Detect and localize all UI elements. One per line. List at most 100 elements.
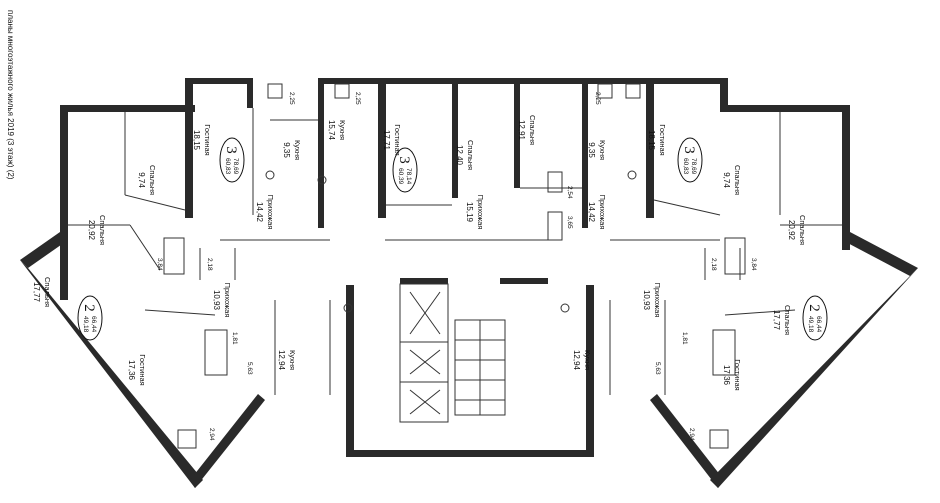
svg-text:10,93: 10,93: [642, 290, 651, 311]
svg-text:17,77: 17,77: [32, 282, 41, 303]
wc-lr: 1,81: [681, 332, 688, 345]
svg-text:9,35: 9,35: [282, 142, 291, 158]
svg-text:20,92: 20,92: [87, 220, 96, 241]
svg-text:9,74: 9,74: [722, 172, 731, 188]
svg-text:Спальня: Спальня: [528, 115, 537, 145]
svg-text:Прихожая: Прихожая: [476, 195, 485, 230]
balc-ur: 2,25: [594, 92, 601, 105]
svg-text:Спальня: Спальня: [466, 140, 475, 170]
svg-text:60,39: 60,39: [397, 168, 404, 185]
inner-partitions: [68, 108, 842, 423]
svg-text:17,77: 17,77: [772, 310, 781, 331]
svg-text:12,94: 12,94: [277, 350, 286, 371]
svg-text:2: 2: [806, 304, 822, 312]
svg-text:Кухня: Кухня: [288, 350, 297, 370]
svg-text:60,83: 60,83: [224, 158, 231, 175]
svg-text:Спальня: Спальня: [798, 215, 807, 245]
edge-caption: планы многоэтажного жилья 2019 (3 этаж) …: [6, 10, 15, 180]
wc-c: 2,54: [566, 186, 573, 199]
balc-ll: 2,94: [208, 428, 215, 441]
svg-text:Гостиная: Гостиная: [658, 124, 667, 155]
svg-text:14,42: 14,42: [255, 202, 264, 223]
bath-lr: 5,63: [654, 362, 661, 375]
balc-ul: 2,25: [288, 92, 295, 105]
wc-l: 2,18: [206, 258, 213, 271]
svg-text:17,71: 17,71: [382, 130, 391, 151]
svg-text:Гостиная: Гостиная: [138, 354, 147, 385]
svg-text:2: 2: [81, 304, 97, 312]
svg-text:60,83: 60,83: [682, 158, 689, 175]
small-areas: 2,25 2,25 2,25 3,84 2,18 3,84 2,18 2,54 …: [156, 92, 757, 441]
svg-text:Спальня: Спальня: [148, 165, 157, 195]
svg-text:Прихожая: Прихожая: [266, 195, 275, 230]
svg-text:12,91: 12,91: [517, 120, 526, 141]
svg-text:Кухня: Кухня: [338, 120, 347, 140]
svg-text:66,44: 66,44: [90, 316, 97, 333]
svg-text:Спальня: Спальня: [43, 277, 52, 307]
svg-text:15,19: 15,19: [465, 202, 474, 223]
bath-ll: 5,63: [246, 362, 253, 375]
balc-lr: 2,94: [688, 428, 695, 441]
wc-ll: 1,81: [231, 332, 238, 345]
svg-text:9,74: 9,74: [137, 172, 146, 188]
bath-l: 3,84: [156, 258, 163, 271]
svg-text:78,69: 78,69: [232, 158, 239, 175]
svg-text:Прихожая: Прихожая: [598, 195, 607, 230]
balc-cl: 2,25: [354, 92, 361, 105]
outer-walls: [20, 78, 918, 488]
svg-text:Кухня: Кухня: [598, 140, 607, 160]
svg-text:78,69: 78,69: [690, 158, 697, 175]
svg-text:49,18: 49,18: [807, 316, 814, 333]
svg-text:66,44: 66,44: [815, 316, 822, 333]
svg-text:12,40: 12,40: [455, 145, 464, 166]
svg-text:9,35: 9,35: [587, 142, 596, 158]
svg-text:3: 3: [396, 156, 412, 164]
svg-text:17,36: 17,36: [722, 365, 731, 386]
svg-text:10,93: 10,93: [212, 290, 221, 311]
svg-text:18,15: 18,15: [647, 130, 656, 151]
svg-text:78,14: 78,14: [405, 168, 412, 185]
svg-text:Кухня: Кухня: [293, 140, 302, 160]
svg-text:49,18: 49,18: [82, 316, 89, 333]
wc-r: 2,18: [710, 258, 717, 271]
svg-text:3: 3: [681, 146, 697, 154]
svg-text:Спальня: Спальня: [733, 165, 742, 195]
svg-text:Прихожая: Прихожая: [653, 283, 662, 318]
svg-text:15,74: 15,74: [327, 120, 336, 141]
svg-text:12,94: 12,94: [572, 350, 581, 371]
svg-text:Спальня: Спальня: [98, 215, 107, 245]
svg-text:Спальня: Спальня: [783, 305, 792, 335]
bath-r: 3,84: [750, 258, 757, 271]
svg-text:Прихожая: Прихожая: [223, 283, 232, 318]
